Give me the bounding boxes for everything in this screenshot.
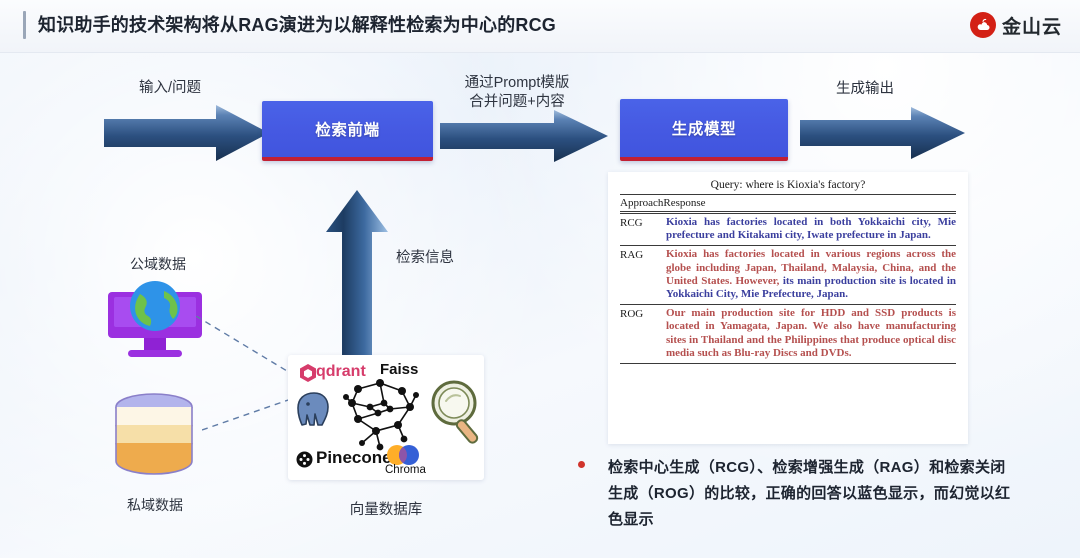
pinecone-logo-text: Pinecone: [316, 448, 392, 467]
arrow-output: [800, 107, 965, 159]
table-col-approach: Approach: [620, 197, 664, 209]
arrow-input: [104, 105, 269, 161]
vector-graph-icon: [340, 373, 426, 458]
table-query: Query: where is Kioxia's factory?: [620, 177, 956, 195]
qdrant-logo-icon: [298, 363, 318, 388]
row-response-rog: Our main production site for HDD and SSD…: [666, 307, 956, 360]
response-segment-correct: its main production site is located in Y…: [666, 274, 956, 301]
page-title: 知识助手的技术架构将从RAG演进为以解释性检索为中心的RCG: [38, 15, 556, 35]
pinecone-logo-icon: [296, 451, 313, 473]
table-row: ROG Our main production site for HDD and…: [620, 305, 956, 365]
response-segment-correct: Kioxia has factories located in both Yok…: [666, 216, 956, 242]
label-input-question: 输入/问题: [138, 80, 202, 96]
arrow-retrieve-info: [326, 190, 388, 355]
bullet-dot-icon: [578, 461, 585, 468]
postgres-elephant-icon: [294, 391, 334, 440]
chroma-logo-text: Chroma: [385, 464, 426, 476]
qdrant-logo-text: qdrant: [316, 363, 366, 380]
row-approach-rag: RAG: [620, 249, 644, 262]
response-segment-hallucination: Kioxia has factories located in various …: [666, 248, 956, 287]
table-header-row: ApproachResponse: [620, 195, 956, 214]
label-generated-output: 生成输出: [836, 81, 894, 97]
box-generation-model[interactable]: 生成模型: [620, 99, 788, 161]
comparison-table: Query: where is Kioxia's factory? Approa…: [620, 177, 956, 365]
row-response-rag: Kioxia has factories located in various …: [666, 248, 956, 301]
magnifier-icon: [430, 379, 482, 450]
label-public-data: 公域数据: [130, 256, 186, 272]
row-approach-rog: ROG: [620, 308, 644, 321]
table-row: RCG Kioxia has factories located in both…: [620, 214, 956, 247]
comparison-table-panel: Query: where is Kioxia's factory? Approa…: [608, 172, 968, 444]
brand-logo: 金山云: [969, 10, 1062, 40]
caption-block: 检索中心生成（RCG）、检索增强生成（RAG）和检索关闭生成（ROG）的比较，正…: [578, 455, 1018, 533]
kingsoft-cloud-icon: [969, 12, 996, 38]
arrow-prompt: [440, 110, 608, 162]
title-accent-bar: [23, 11, 26, 39]
response-segment-hallucination: Our main production site for HDD and SSD…: [666, 307, 956, 359]
box-generation-model-label: 生成模型: [671, 121, 737, 138]
chroma-logo-icon: [386, 445, 420, 470]
label-prompt-merge: 通过Prompt模版 合并问题+内容: [464, 75, 570, 110]
table-col-response: Response: [663, 197, 706, 209]
box-retrieval-frontend[interactable]: 检索前端: [262, 101, 433, 161]
label-private-data: 私域数据: [127, 497, 183, 513]
vector-db-panel: qdrant Faiss: [288, 355, 484, 480]
public-data-monitor-icon: [102, 278, 208, 365]
caption-text: 检索中心生成（RCG）、检索增强生成（RAG）和检索关闭生成（ROG）的比较，正…: [608, 459, 1011, 528]
slide-header: 知识助手的技术架构将从RAG演进为以解释性检索为中心的RCG 金山云: [0, 0, 1080, 53]
table-row: RAG Kioxia has factories located in vari…: [620, 246, 956, 306]
box-retrieval-frontend-label: 检索前端: [315, 122, 380, 139]
connector-public-to-vdb: [195, 315, 296, 383]
row-approach-rcg: RCG: [620, 217, 643, 229]
connector-private-to-vdb: [201, 397, 296, 437]
brand-name: 金山云: [1001, 16, 1062, 38]
row-response-rcg: Kioxia has factories located in both Yok…: [666, 216, 956, 242]
label-vector-db: 向量数据库: [349, 502, 423, 518]
private-data-database-icon: [108, 393, 200, 482]
label-retrieve-info: 检索信息: [396, 250, 454, 266]
faiss-logo-text: Faiss: [380, 361, 419, 378]
